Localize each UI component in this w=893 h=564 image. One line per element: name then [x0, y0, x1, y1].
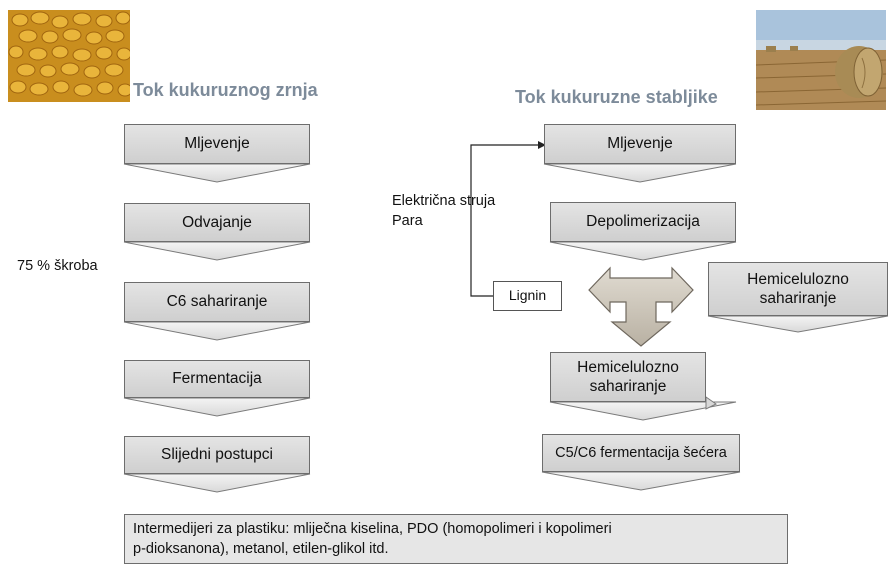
step-box-separation: Odvajanje: [124, 203, 310, 242]
hay-bale-field-photo: [756, 10, 886, 110]
left-arrow-1: [123, 163, 311, 183]
small-arrow-tip: [705, 396, 717, 410]
t-double-arrow: [588, 266, 694, 347]
energy-label-electricity: Električna struja: [392, 193, 496, 209]
right-arrow-side: [707, 315, 889, 333]
step-box-c6-saccharification: C6 sahariranje: [124, 282, 310, 322]
corn-kernels-photo: [8, 10, 130, 102]
energy-label-steam: Para: [392, 213, 423, 229]
left-column-title: Tok kukuruznog zrnja: [133, 80, 318, 100]
final-products-box: Intermedijeri za plastiku: mliječna kise…: [124, 514, 788, 564]
right-arrow-2: [549, 241, 737, 261]
step-box-c5c6-fermentation: C5/C6 fermentacija šećera: [542, 434, 740, 472]
right-arrow-3: [549, 401, 737, 421]
step-box-downstream: Slijedni postupci: [124, 436, 310, 474]
final-products-line-2: p-dioksanona), metanol, etilen-glikol it…: [133, 541, 389, 558]
starch-note: 75 % škroba: [17, 258, 98, 274]
step-box-fermentation: Fermentacija: [124, 360, 310, 398]
lignin-feedback-line: [470, 144, 540, 297]
step-box-hemicellulose-side: Hemicelulozno sahariranje: [708, 262, 888, 316]
right-arrow-4: [541, 471, 741, 491]
left-arrow-3: [123, 321, 311, 341]
lignin-box: Lignin: [493, 281, 562, 311]
left-arrow-2: [123, 241, 311, 261]
left-arrow-5: [123, 473, 311, 493]
final-products-line-1: Intermedijeri za plastiku: mliječna kise…: [133, 521, 612, 537]
right-column-title: Tok kukuruzne stabljike: [515, 87, 718, 107]
right-arrow-1: [543, 163, 737, 183]
feedback-arrowhead: [538, 141, 546, 149]
step-box-milling-right: Mljevenje: [544, 124, 736, 164]
step-box-depolymerization: Depolimerizacija: [550, 202, 736, 242]
step-box-hemicellulose-center: Hemicelulozno sahariranje: [550, 352, 706, 402]
left-arrow-4: [123, 397, 311, 417]
step-box-milling-left: Mljevenje: [124, 124, 310, 164]
